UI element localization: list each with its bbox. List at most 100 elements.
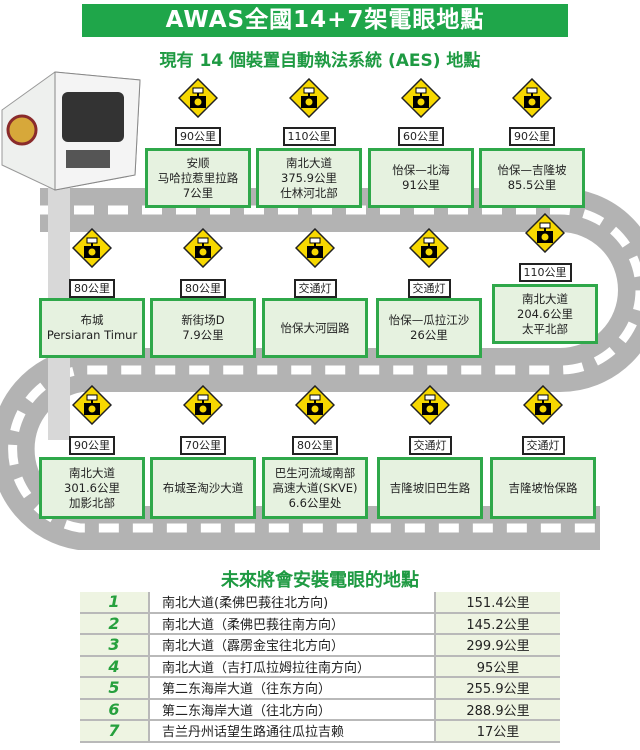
location-text: 怡保—北海 (392, 163, 450, 177)
speed-limit-label: 交通灯 (293, 279, 337, 298)
distance-km: 95公里 (434, 655, 560, 678)
location-name: 第二东海岸大道（往北方向） (149, 698, 435, 721)
location-text: 85.5公里 (507, 178, 557, 192)
speed-camera-sign-icon (182, 227, 224, 269)
speed-camera-sign-icon (294, 384, 336, 426)
location-text: 375.9公里 (281, 170, 337, 185)
location-name: 吉兰丹州话望生路通往瓜拉吉赖 (149, 720, 435, 743)
location-text: 加影北部 (69, 495, 115, 510)
location-text: 南北大道 (286, 155, 332, 170)
location-text: 怡保—瓜拉江沙 (388, 313, 470, 327)
speed-camera-sign-icon (400, 77, 442, 119)
location-text: 仕林河北部 (280, 185, 338, 200)
location-name: 南北大道(柔佛巴莪往北方向) (149, 592, 435, 614)
location-text: 太平北部 (522, 321, 568, 336)
location-text: 7公里 (182, 185, 214, 200)
distance-km: 255.9公里 (434, 677, 560, 700)
location-name: 南北大道（吉打瓜拉姆拉往南方向） (149, 655, 435, 678)
speed-camera-sign-icon (182, 384, 224, 426)
location-text: Persiaran Timur (46, 328, 138, 342)
future-locations-heading: 未來將會安裝電眼的地點 (221, 570, 419, 591)
row-number: 1 (80, 592, 150, 614)
location-name: 南北大道（柔佛巴莪往南方向） (149, 612, 435, 635)
speed-limit-label: 80公里 (292, 436, 338, 455)
row-number: 2 (80, 612, 150, 635)
speed-limit-label: 90公里 (69, 436, 115, 455)
speed-limit-label: 90公里 (509, 127, 555, 146)
row-number: 3 (80, 634, 150, 657)
location-text: 吉隆坡怡保路 (508, 480, 578, 495)
speed-camera-sign-icon (71, 227, 113, 269)
speed-limit-label: 交通灯 (521, 436, 565, 455)
speed-camera-sign-icon (177, 77, 219, 119)
speed-limit-label: 90公里 (175, 127, 221, 146)
speed-limit-label: 60公里 (398, 127, 444, 146)
distance-km: 17公里 (434, 720, 560, 743)
location-text: 怡保—吉隆坡 (497, 163, 567, 177)
camera-location-box: 怡保大河园路 (262, 298, 368, 358)
location-text: 91公里 (402, 178, 440, 192)
speed-limit-label: 80公里 (69, 279, 115, 298)
speed-camera-sign-icon (511, 77, 553, 119)
distance-km: 288.9公里 (434, 698, 560, 721)
speed-limit-label: 80公里 (180, 279, 226, 298)
speed-camera-icon (1, 71, 141, 440)
location-text: 吉隆坡旧巴生路 (389, 480, 471, 495)
speed-camera-sign-icon (71, 384, 113, 426)
location-name: 南北大道（霹雳金宝往北方向） (149, 634, 435, 657)
distance-km: 299.9公里 (434, 634, 560, 657)
row-number: 7 (80, 720, 150, 743)
location-text: 高速大道(SKVE) (272, 480, 358, 495)
row-number: 4 (80, 655, 150, 678)
location-text: 巴生河流域南部 (274, 465, 356, 480)
speed-camera-sign-icon (288, 77, 330, 119)
speed-camera-sign-icon (409, 384, 451, 426)
distance-km: 145.2公里 (434, 612, 560, 635)
speed-limit-label: 110公里 (282, 127, 336, 146)
location-text: 安顺 (186, 155, 210, 170)
location-text: 南北大道 (522, 291, 568, 306)
location-text: 怡保大河园路 (280, 320, 350, 335)
speed-limit-label: 交通灯 (408, 436, 452, 455)
location-name: 第二东海岸大道（往东方向） (149, 677, 435, 700)
location-text: 南北大道 (69, 465, 115, 480)
location-text: 26公里 (410, 328, 448, 342)
speed-camera-sign-icon (294, 227, 336, 269)
speed-limit-label: 交通灯 (407, 279, 451, 298)
camera-location-box: 吉隆坡旧巴生路 (377, 457, 483, 519)
camera-location-box: 巴生河流域南部高速大道(SKVE)6.6公里处 (262, 457, 368, 519)
location-text: 301.6公里 (64, 480, 120, 495)
speed-limit-label: 70公里 (180, 436, 226, 455)
speed-camera-sign-icon (522, 384, 564, 426)
road-lane-markings (8, 205, 640, 533)
distance-km: 151.4公里 (434, 592, 560, 614)
speed-camera-sign-icon (524, 212, 566, 254)
row-number: 6 (80, 698, 150, 721)
location-text: 7.9公里 (182, 328, 224, 342)
camera-location-box: 布城圣淘沙大道 (150, 457, 256, 519)
location-text: 204.6公里 (517, 306, 573, 321)
location-text: 马哈拉惹里拉路 (157, 170, 239, 185)
location-text: 布城 (80, 313, 104, 327)
location-text: 6.6公里处 (288, 495, 342, 510)
speed-limit-label: 110公里 (518, 263, 572, 282)
row-number: 5 (80, 677, 150, 700)
existing-locations-heading: 現有 14 個裝置自動執法系統 (AES) 地點 (159, 51, 481, 71)
